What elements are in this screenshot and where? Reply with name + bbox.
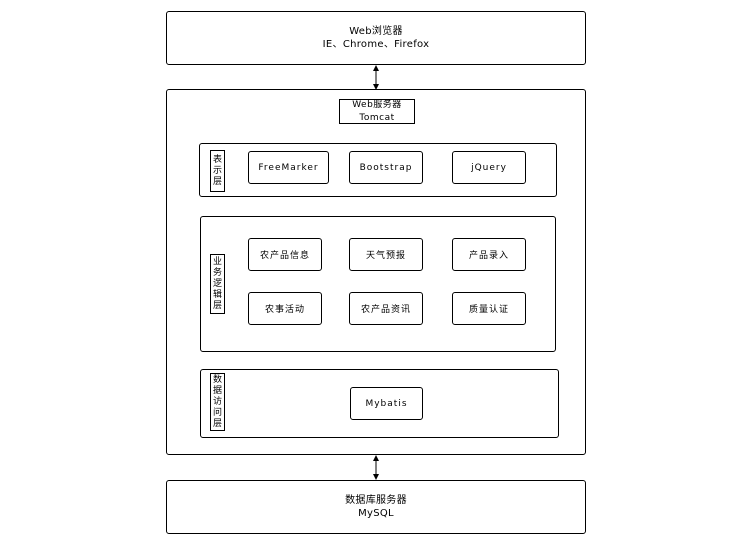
module-product-info: 农产品信息 <box>248 238 322 271</box>
label-char: 业 <box>212 256 222 267</box>
data-access-layer-label: 数 据 访 问 层 <box>210 373 225 431</box>
module-jquery: jQuery <box>452 151 526 184</box>
database-box: 数据库服务器 MySQL <box>166 480 586 534</box>
web-server-title: Web服务器 <box>352 99 402 110</box>
module-quality-certification: 质量认证 <box>452 292 526 325</box>
module-mybatis: Mybatis <box>350 387 423 420</box>
database-subtitle: MySQL <box>358 508 394 519</box>
browser-box: Web浏览器 IE、Chrome、Firefox <box>166 11 586 65</box>
module-weather-forecast: 天气预报 <box>349 238 423 271</box>
web-server-label: Web服务器 Tomcat <box>339 99 415 124</box>
label-char: 访 <box>212 396 222 407</box>
module-bootstrap: Bootstrap <box>349 151 423 184</box>
database-title: 数据库服务器 <box>345 495 407 506</box>
presentation-layer-label: 表 示 层 <box>210 150 225 192</box>
browser-subtitle: IE、Chrome、Firefox <box>322 39 430 50</box>
label-char: 层 <box>212 418 222 429</box>
label-char: 表 <box>212 154 222 165</box>
module-farm-activities: 农事活动 <box>248 292 322 325</box>
label-char: 逻 <box>212 278 222 289</box>
label-char: 数 <box>212 374 222 385</box>
label-char: 辑 <box>212 289 222 300</box>
label-char: 层 <box>212 176 222 187</box>
label-char: 问 <box>212 407 222 418</box>
label-char: 务 <box>212 267 222 278</box>
module-freemarker: FreeMarker <box>248 151 329 184</box>
business-logic-layer-label: 业 务 逻 辑 层 <box>210 254 225 314</box>
label-char: 示 <box>212 165 222 176</box>
module-product-entry: 产品录入 <box>452 238 526 271</box>
label-char: 据 <box>212 385 222 396</box>
business-logic-layer <box>200 216 556 352</box>
module-product-news: 农产品资讯 <box>349 292 423 325</box>
web-server-subtitle: Tomcat <box>359 112 395 123</box>
browser-title: Web浏览器 <box>349 26 403 37</box>
label-char: 层 <box>212 300 222 311</box>
